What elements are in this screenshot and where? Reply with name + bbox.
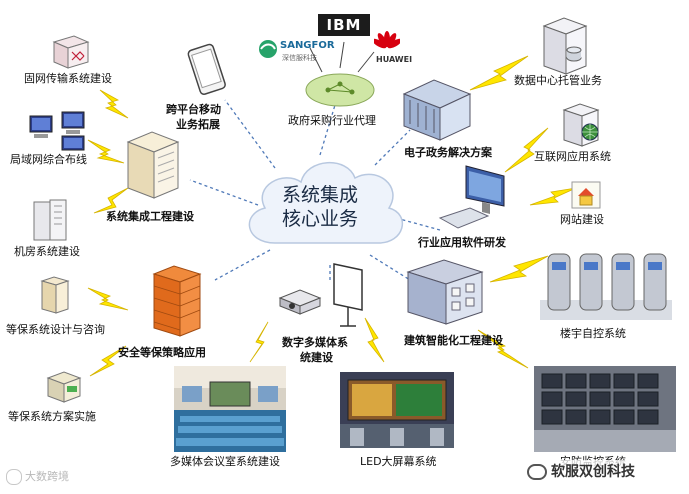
ibm-logo: IBM <box>318 14 370 36</box>
label-fixed-network: 固网传输系统建设 <box>24 72 112 85</box>
link-core-mobile <box>224 99 276 169</box>
label-building-control: 楼宇自控系统 <box>560 327 626 340</box>
label-digital-media-2: 统建设 <box>300 351 333 364</box>
watermark-left: 大数跨境 <box>6 468 69 485</box>
link-core-building <box>369 254 411 281</box>
link-core-syseng <box>189 179 259 206</box>
label-industry-software: 行业应用软件研发 <box>418 236 506 249</box>
turnstile-photo <box>540 253 672 320</box>
bolt-building-ctrl <box>489 255 549 283</box>
label-lan: 局域网综合布线 <box>10 153 87 166</box>
watermark-right: 软服双创科技 <box>524 460 638 482</box>
link-core-security <box>214 249 271 281</box>
tablet-icon <box>187 43 226 95</box>
bolt-fixednet <box>99 89 129 119</box>
firewall-icon <box>152 265 202 337</box>
label-egov: 电子政务解决方案 <box>404 146 492 159</box>
bolt-security-sys <box>477 329 529 369</box>
label-datacenter: 数据中心托管业务 <box>514 74 602 87</box>
core-cloud-icon <box>248 162 404 244</box>
label-internet-app: 互联网应用系统 <box>534 150 611 163</box>
egov-building-icon <box>402 79 472 141</box>
machine-room-icon <box>33 199 67 241</box>
bolt-led <box>364 317 385 363</box>
monitoring-wall-photo <box>534 366 676 452</box>
internet-server-icon <box>562 103 600 147</box>
bolt-datacenter <box>469 55 529 91</box>
label-led-screen: LED大屏幕系统 <box>360 455 437 468</box>
gov-network-hub-icon <box>305 41 375 107</box>
label-cross-platform-2: 业务拓展 <box>176 118 220 131</box>
label-gov-purchase: 政府采购行业代理 <box>288 114 376 127</box>
label-machine-room: 机房系统建设 <box>14 245 80 258</box>
design-server-icon <box>40 276 70 314</box>
projection-screen-icon <box>333 263 363 327</box>
label-level-impl: 等保系统方案实施 <box>8 410 96 423</box>
integration-server-icon <box>126 131 180 199</box>
core-line-1: 系统集成 <box>281 184 358 206</box>
bolt-lan <box>87 139 125 164</box>
implementation-device-icon <box>46 371 82 403</box>
label-smart-building: 建筑智能化工程建设 <box>404 334 503 347</box>
label-cross-platform-1: 跨平台移动 <box>166 103 221 116</box>
watermark-right-text: 软服双创科技 <box>551 464 635 480</box>
smart-building-icon <box>406 259 484 325</box>
watermark-left-text: 大数跨境 <box>25 470 69 483</box>
watermark-left-logo-icon <box>6 469 22 485</box>
core-line-2: 核心业务 <box>281 208 358 230</box>
label-website: 网站建设 <box>560 213 604 226</box>
sangfor-brand-text: SANGFOR <box>280 40 335 51</box>
bolt-meeting <box>249 321 269 363</box>
bolt-levelimpl <box>89 345 127 377</box>
label-security-app: 安全等保策略应用 <box>118 346 206 359</box>
label-meeting-room: 多媒体会议室系统建设 <box>170 455 280 468</box>
lan-computers-icon <box>29 111 85 151</box>
transport-device-icon <box>52 35 90 69</box>
datacenter-server-icon <box>542 17 588 75</box>
projector-icon <box>278 289 322 315</box>
huawei-brand-text: HUAWEI <box>376 55 413 64</box>
sangfor-brand-subtext: 深信服科技 <box>282 54 317 62</box>
website-icon <box>571 181 601 209</box>
huawei-logo-icon <box>374 31 400 49</box>
workstation-icon <box>438 165 505 229</box>
sangfor-logo-icon <box>259 40 277 58</box>
label-sys-integration: 系统集成工程建设 <box>106 210 194 223</box>
core-business-title: 系统集成 核心业务 <box>255 183 385 231</box>
link-core-egov <box>374 129 411 166</box>
wechat-icon <box>527 464 547 480</box>
bolt-leveldesign <box>87 287 129 311</box>
link-core-gov <box>319 104 336 156</box>
led-screen-photo <box>340 372 454 448</box>
bolt-internet <box>504 127 549 173</box>
label-digital-media-1: 数字多媒体系 <box>282 336 348 349</box>
label-level-design: 等保系统设计与咨询 <box>6 323 105 336</box>
meeting-room-photo <box>174 366 286 452</box>
